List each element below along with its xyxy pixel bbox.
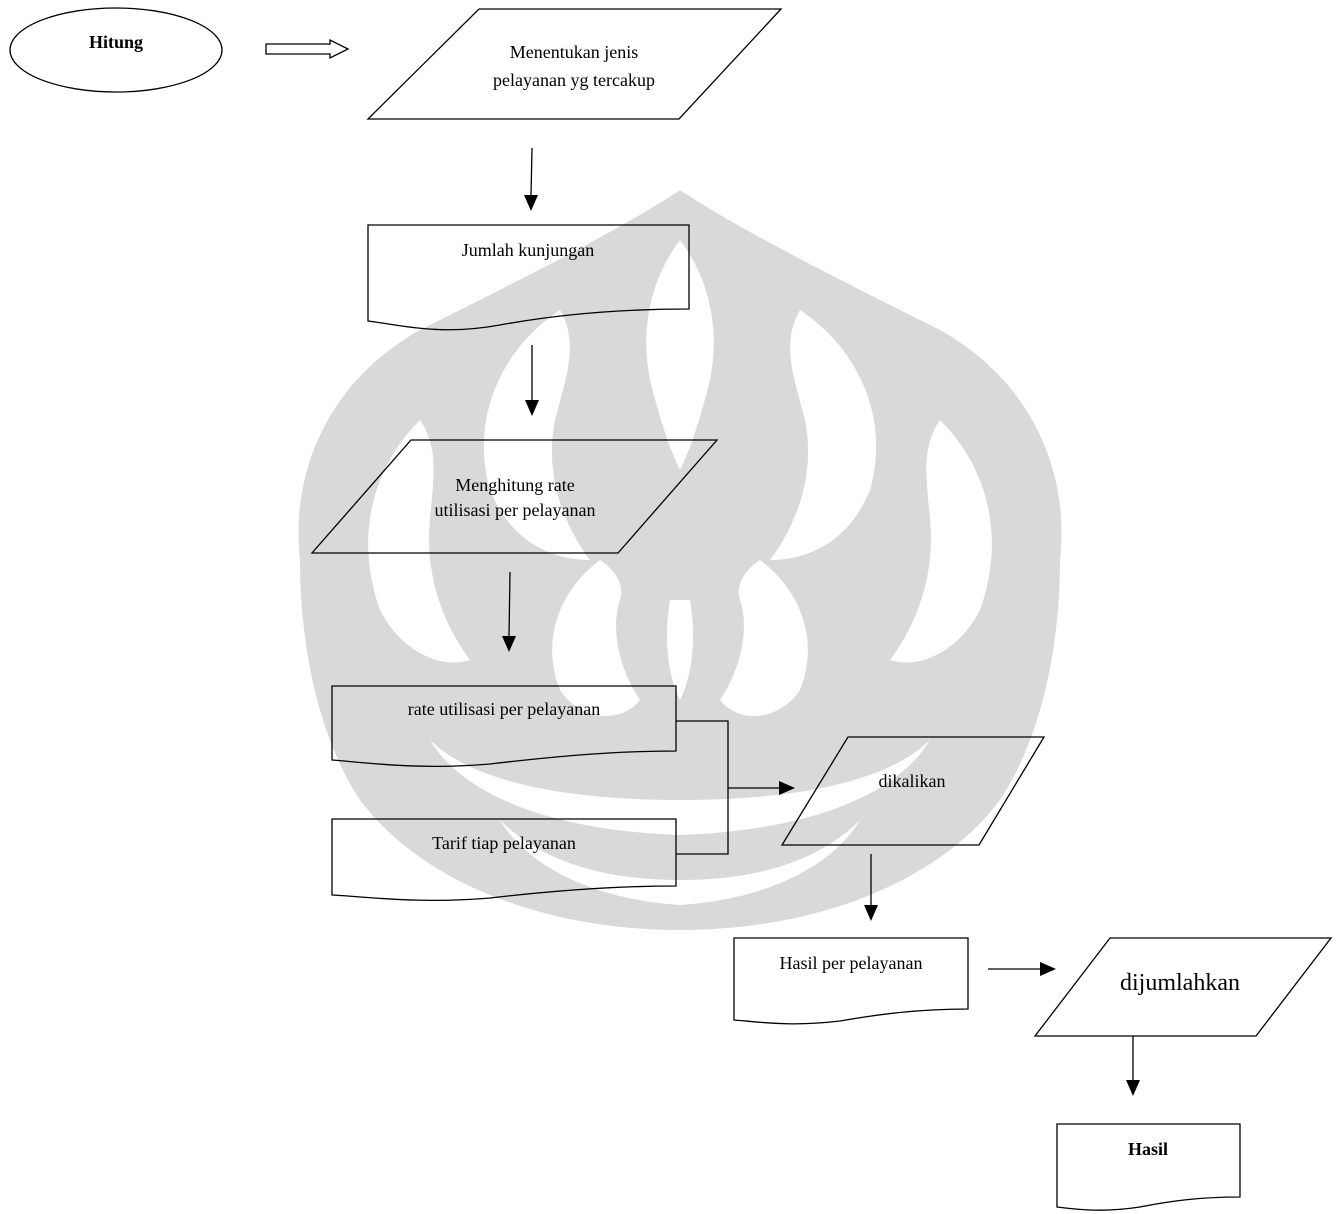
hollow-arrow-icon xyxy=(265,38,350,60)
step-result-per-service-label: Hasil per pelayanan xyxy=(780,953,923,973)
connector-arrow xyxy=(1126,1036,1140,1096)
parallelogram-shape xyxy=(310,439,719,554)
parallelogram-shape xyxy=(1033,937,1333,1037)
step-visit-count: Jumlah kunjungan xyxy=(367,224,690,331)
parallelogram-shape xyxy=(780,736,1046,846)
connector-arrow xyxy=(525,345,539,416)
connector-arrow xyxy=(524,147,538,211)
step-determine-services: Menentukan jenis pelayanan yg tercakup xyxy=(366,8,783,120)
step-determine-services-line2: pelayanan yg tercakup xyxy=(493,70,655,90)
document-shape xyxy=(331,818,677,902)
start-label: Hitung xyxy=(89,32,143,52)
step-utilization-rate-per-service: rate utilisasi per pelayanan xyxy=(331,685,677,767)
document-shape xyxy=(733,937,969,1025)
step-tariff-per-service: Tarif tiap pelayanan xyxy=(331,818,677,902)
connector-arrow xyxy=(864,854,878,921)
step-sum-label: dijumlahkan xyxy=(1120,970,1240,996)
start-ellipse xyxy=(9,7,223,93)
step-visit-count-label: Jumlah kunjungan xyxy=(462,240,595,260)
connector-arrow xyxy=(502,571,516,652)
step-determine-services-line1: Menentukan jenis xyxy=(510,42,638,62)
start-terminator: Hitung xyxy=(9,7,223,93)
document-shape xyxy=(331,685,677,767)
document-shape xyxy=(1056,1123,1241,1211)
watermark-emblem xyxy=(298,190,1062,930)
step-multiply: dikalikan xyxy=(780,736,1046,846)
step-multiply-label: dikalikan xyxy=(879,771,946,791)
step-result-per-service: Hasil per pelayanan xyxy=(733,937,969,1025)
step-utilization-rate-per-service-label: rate utilisasi per pelayanan xyxy=(408,699,600,719)
end-result-label: Hasil xyxy=(1128,1139,1168,1159)
document-shape xyxy=(367,224,690,331)
step-sum: dijumlahkan xyxy=(1033,937,1333,1037)
step-compute-utilization-rate-line2: utilisasi per pelayanan xyxy=(435,500,596,520)
connector-arrow xyxy=(988,962,1056,976)
step-compute-utilization-rate: Menghitung rate utilisasi per pelayanan xyxy=(310,439,719,554)
merge-bracket-connector xyxy=(676,720,795,855)
parallelogram-shape xyxy=(366,8,783,120)
step-compute-utilization-rate-line1: Menghitung rate xyxy=(455,475,574,495)
end-result: Hasil xyxy=(1056,1123,1241,1211)
step-tariff-per-service-label: Tarif tiap pelayanan xyxy=(432,833,576,853)
